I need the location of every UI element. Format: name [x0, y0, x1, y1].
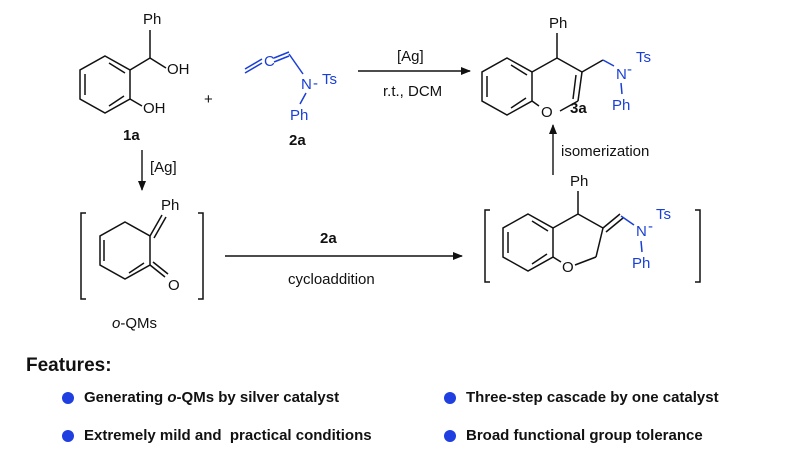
allene-carbon-label: C [264, 53, 275, 70]
tosyl-label: Ts [636, 49, 651, 66]
phenol-hydroxyl-label: OH [143, 100, 166, 117]
feature-text: Broad functional group tolerance [466, 427, 703, 444]
nitrogen-label: N [636, 223, 647, 240]
phenyl-label: Ph [161, 197, 179, 214]
nitrogen-label: N [301, 76, 312, 93]
top-reagent-label: [Ag] [397, 48, 424, 65]
phenyl-label: Ph [612, 97, 630, 114]
product-3a-structure: O Ph N - Ts Ph [481, 15, 651, 121]
compound-2a-label: 2a [289, 132, 306, 149]
tosyl-label: Ts [656, 206, 671, 223]
compound-1a-structure: Ph OH OH [79, 11, 190, 117]
feature-text: Three-step cascade by one catalyst [466, 389, 719, 406]
features-title: Features: [26, 355, 112, 376]
bullet-icon [444, 391, 456, 404]
compound-1a-label: 1a [123, 127, 140, 144]
ring-oxygen-label: O [541, 104, 553, 121]
tosyl-label: Ts [322, 71, 337, 88]
plus-sign: + [204, 91, 213, 108]
phenyl-label: Ph [143, 11, 161, 28]
phenyl-label: Ph [549, 15, 567, 32]
down-reagent-label: [Ag] [150, 159, 177, 176]
isomerization-label: isomerization [561, 143, 649, 160]
compound-3a-label: 3a [570, 100, 587, 117]
oqm-label: o-QMs [112, 315, 157, 332]
carbonyl-oxygen-label: O [168, 277, 180, 294]
compound-2a-structure: C N - Ts Ph [244, 51, 337, 124]
feature-text: Extremely mild and practical conditions [84, 427, 372, 444]
bond-dash: - [627, 61, 632, 78]
feature-item: Extremely mild and practical conditions [62, 427, 372, 444]
bullet-icon [444, 429, 456, 442]
bond-dash: - [313, 75, 318, 92]
cycloaddition-label: cycloaddition [288, 271, 375, 288]
feature-item: Generating o-QMs by silver catalyst [62, 389, 339, 406]
feature-item: Three-step cascade by one catalyst [444, 389, 719, 406]
feature-text: Generating o-QMs by silver catalyst [84, 389, 340, 406]
phenyl-label: Ph [290, 107, 308, 124]
exocyclic-intermediate-structure: O Ph N - Ts Ph [484, 173, 701, 283]
nitrogen-label: N [616, 66, 627, 83]
ring-oxygen-label: O [562, 259, 574, 276]
top-conditions-label: r.t., DCM [383, 83, 442, 100]
bullet-icon [62, 429, 74, 442]
bullet-icon [62, 391, 74, 404]
bond-dash: - [648, 218, 653, 235]
hydroxyl-label: OH [167, 61, 190, 78]
cycloaddition-reagent-label: 2a [320, 230, 337, 247]
feature-item: Broad functional group tolerance [444, 427, 703, 444]
phenyl-label: Ph [632, 255, 650, 272]
phenyl-label: Ph [570, 173, 588, 190]
oqm-intermediate-structure: Ph O [80, 197, 204, 300]
